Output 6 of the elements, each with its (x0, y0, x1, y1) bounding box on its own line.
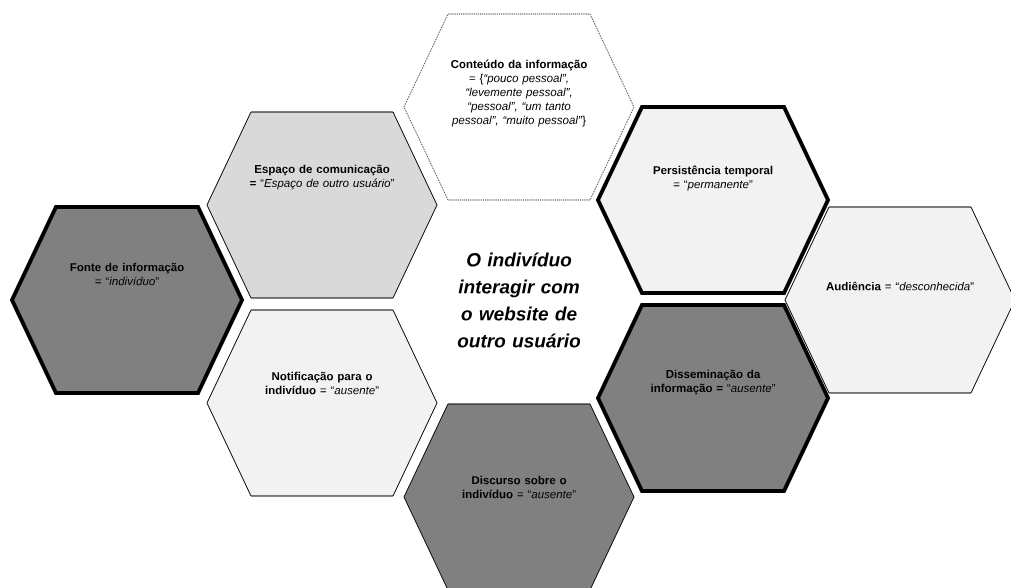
hexagon: Audiência = “desconhecida” (784, 206, 1011, 394)
center-title: O indivíduo interagir com o website de outro usuário (457, 252, 581, 348)
hexagon: Espaço de comunicação = “Espaço de outro usuário” (206, 111, 438, 299)
hexagon: Conteúdo da informação = {“pouco pessoal”, “levemente pessoal”, “pessoal”, “um tanto pessoal”, “muito pessoal”} (403, 13, 635, 201)
hexagon: Discurso sobre o indivíduo = “ausente” (403, 403, 635, 588)
hexagon: Notificação para o indivíduo = “ausente” (206, 309, 438, 497)
